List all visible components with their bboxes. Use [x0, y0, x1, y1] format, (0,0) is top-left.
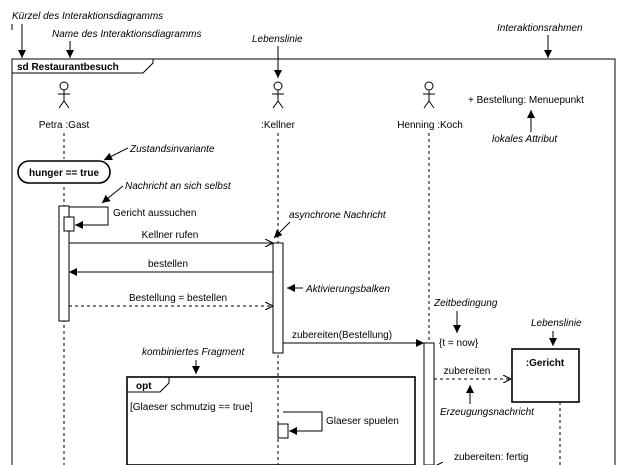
- time-constraint: {t = now}: [439, 338, 479, 349]
- lifeline-koch-label: Henning :Koch: [397, 120, 463, 131]
- annotation-lebenslinie-top: Lebenslinie: [252, 34, 303, 45]
- nachricht-selbst-pointer-arrow: [101, 185, 124, 204]
- annotation-zeitbedingung: Zeitbedingung: [433, 298, 498, 309]
- actor-kellner-icon: [272, 81, 284, 109]
- annotation-zustandsinvariante: Zustandsinvariante: [129, 144, 215, 155]
- combined-fragment: [126, 376, 416, 465]
- lifeline-gericht-label: :Gericht: [526, 358, 565, 369]
- activation-bar-koch: [423, 342, 435, 465]
- annotation-interaktionsrahmen: Interaktionsrahmen: [497, 23, 583, 34]
- activation-bar-kellner-self: [277, 423, 289, 439]
- message-gericht-aussuchen-arrow: [69, 206, 109, 229]
- activation-bar-gast-self: [63, 216, 75, 232]
- annotation-kuerzel: Kürzel des Interaktionsdiagramms: [12, 11, 163, 22]
- frame-title: sd Restaurantbesuch: [17, 62, 119, 73]
- message-glaeser-spuelen: Glaeser spuelen: [326, 416, 399, 427]
- annotation-name: Name des Interaktionsdiagramms: [52, 29, 202, 40]
- state-invariant-label: hunger == true: [29, 168, 99, 179]
- message-gericht-aussuchen: Gericht aussuchen: [113, 208, 196, 219]
- message-zubereiten-bestellung: zubereiten(Bestellung): [292, 330, 392, 341]
- message-zubereiten-fertig: zubereiten: fertig: [454, 452, 529, 463]
- local-attribute: + Bestellung: Menuepunkt: [468, 95, 584, 106]
- message-bestellung-reply: Bestellung = bestellen: [129, 293, 227, 304]
- message-zubereiten-create: zubereiten: [444, 366, 491, 377]
- actor-gast-icon: [58, 81, 70, 109]
- fragment-guard: [Glaeser schmutzig == true]: [130, 402, 253, 413]
- activation-bar-kellner: [272, 242, 284, 354]
- annotation-kombiniertes-fragment: kombiniertes Fragment: [142, 347, 245, 358]
- message-glaeser-spuelen-arrow: [283, 411, 323, 435]
- annotation-nachricht-selbst: Nachricht an sich selbst: [125, 181, 232, 192]
- lifeline-gericht-box: [511, 348, 580, 403]
- message-kellner-rufen: Kellner rufen: [142, 230, 199, 241]
- annotation-lokales-attribut: lokales Attribut: [492, 134, 558, 145]
- activation-bar-gast: [58, 205, 70, 322]
- frame-title-pentagon: [12, 59, 154, 74]
- annotation-erzeugungsnachricht: Erzeugungsnachricht: [440, 407, 535, 418]
- fragment-operator-pentagon: [127, 377, 170, 393]
- lifeline-kellner-label: :Kellner: [261, 120, 296, 131]
- asynchrone-pointer-arrow: [273, 221, 291, 239]
- lifeline-gast-label: Petra :Gast: [39, 120, 90, 131]
- interaction-frame: [11, 58, 616, 465]
- annotation-aktivierungsbalken: Aktivierungsbalken: [305, 284, 390, 295]
- annotation-lebenslinie-gericht: Lebenslinie: [531, 318, 582, 329]
- message-bestellen: bestellen: [148, 259, 188, 270]
- annotation-asynchrone: asynchrone Nachricht: [289, 210, 387, 221]
- actor-koch-icon: [423, 81, 435, 109]
- fragment-operator: opt: [136, 381, 152, 392]
- state-invariant: [17, 160, 111, 184]
- zustandsinvariante-pointer-arrow: [103, 147, 129, 161]
